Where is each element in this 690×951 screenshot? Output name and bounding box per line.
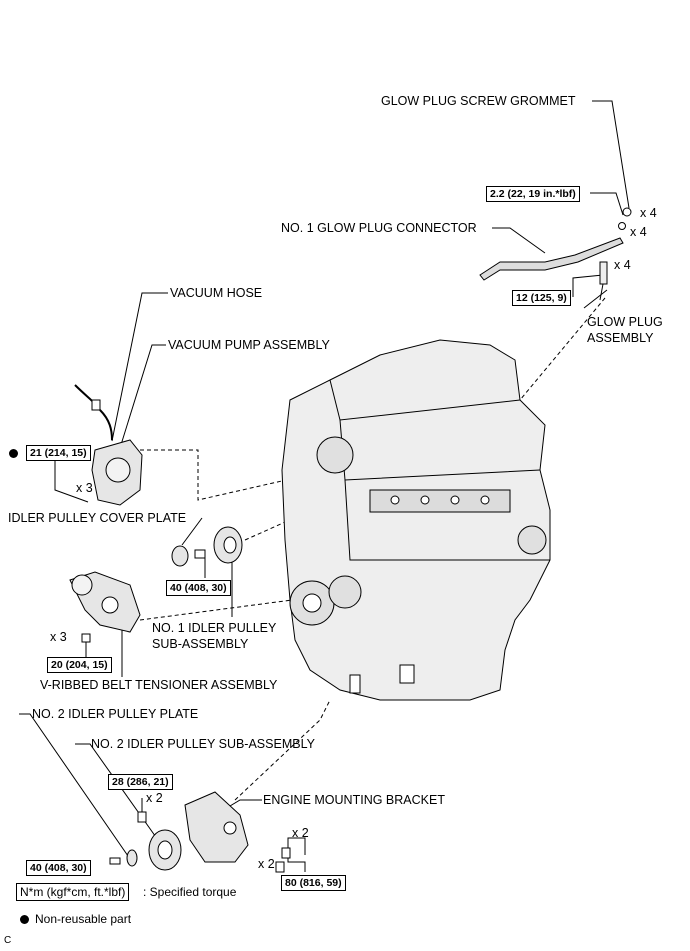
torque-grommet: 2.2 (22, 19 in.*lbf) <box>486 186 580 202</box>
qty-glow-plug: x 4 <box>614 258 631 272</box>
label-glow-plug-line2: ASSEMBLY <box>587 331 654 345</box>
idler-pulley-2-part <box>109 829 182 871</box>
footer-code: C <box>4 935 12 946</box>
leader-glow-plug-torque <box>572 274 604 297</box>
leader-vacuum-torque <box>54 460 89 503</box>
leader-grommet-torque <box>590 192 624 216</box>
idler-pulley-1-part <box>171 526 243 567</box>
torque-glow-plug: 12 (125, 9) <box>512 290 571 306</box>
qty-bracket-lower-b: x 2 <box>258 857 275 871</box>
label-idler-pulley-cover-plate: IDLER PULLEY COVER PLATE <box>8 511 187 525</box>
label-vacuum-hose: VACUUM HOSE <box>170 286 263 300</box>
torque-vacuum-pump: 21 (214, 15) <box>26 445 91 461</box>
label-no1-glow-plug-connector: NO. 1 GLOW PLUG CONNECTOR <box>281 221 477 235</box>
leader-glow-plug <box>583 289 608 309</box>
dash-bracket <box>234 699 331 801</box>
torque-bracket-lower: 80 (816, 59) <box>281 875 346 891</box>
legend-nonreusable-dot-icon <box>20 915 29 924</box>
dash-vacuum <box>140 449 296 501</box>
qty-grommet-b: x 4 <box>630 225 647 239</box>
label-glow-plug-screw-grommet: GLOW PLUG SCREW GROMMET <box>381 94 576 108</box>
qty-vacuum: x 3 <box>76 481 93 495</box>
torque-tensioner: 20 (204, 15) <box>47 657 112 673</box>
qty-bracket-upper: x 2 <box>146 791 163 805</box>
label-vacuum-pump-assembly: VACUUM PUMP ASSEMBLY <box>168 338 330 352</box>
label-glow-plug-line1: GLOW PLUG <box>587 315 663 329</box>
legend-torque-box: N*m (kgf*cm, ft.*lbf) <box>16 883 130 901</box>
qty-grommet-a: x 4 <box>640 206 657 220</box>
label-no1-idler-pulley-line2: SUB-ASSEMBLY <box>152 637 249 651</box>
qty-tensioner: x 3 <box>50 630 67 644</box>
leader-vacuum-pump <box>119 344 166 449</box>
leader-cover-plate <box>181 517 203 546</box>
leader-no2-plate <box>19 713 129 857</box>
vacuum-pump-part <box>74 384 143 506</box>
torque-idler-pulley-1: 40 (408, 30) <box>166 580 231 596</box>
leader-connector <box>492 227 546 254</box>
torque-idler-pulley-2: 40 (408, 30) <box>26 860 91 876</box>
dash-idler <box>244 509 313 541</box>
torque-bracket-upper: 28 (286, 21) <box>108 774 173 790</box>
qty-bracket-lower-a: x 2 <box>292 826 309 840</box>
label-no1-idler-pulley-line1: NO. 1 IDLER PULLEY <box>152 621 277 635</box>
label-engine-mounting-bracket: ENGINE MOUNTING BRACKET <box>263 793 445 807</box>
legend-torque-text: : Specified torque <box>143 885 237 899</box>
label-no2-idler-pulley-plate: NO. 2 IDLER PULLEY PLATE <box>32 707 199 721</box>
leader-bracket-lower <box>287 837 306 872</box>
leader-vacuum-hose <box>111 292 168 442</box>
leader-no2-pulley <box>75 743 159 841</box>
leader-grommet <box>592 100 630 209</box>
dash-glow <box>519 297 606 401</box>
tensioner-part <box>69 571 141 643</box>
glow-plug-connector-part <box>479 207 632 301</box>
engine-block <box>281 339 551 701</box>
bracket-part <box>137 791 291 873</box>
dash-tensioner <box>139 599 293 621</box>
label-no2-idler-pulley-sub: NO. 2 IDLER PULLEY SUB-ASSEMBLY <box>91 737 315 751</box>
legend-nonreusable-text: Non-reusable part <box>35 912 132 926</box>
nonreusable-dot-icon <box>9 449 18 458</box>
label-v-ribbed-belt-tensioner: V-RIBBED BELT TENSIONER ASSEMBLY <box>40 678 278 692</box>
